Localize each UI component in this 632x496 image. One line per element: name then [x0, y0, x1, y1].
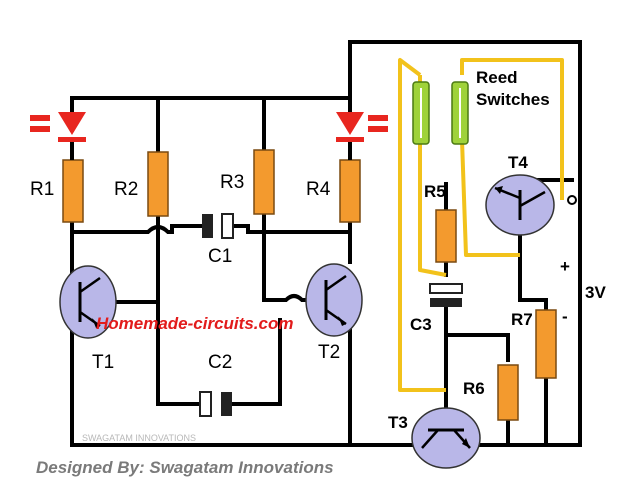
label-r2: R2 — [114, 179, 138, 200]
capacitor-c1 — [202, 213, 234, 239]
reed-wire-right — [460, 58, 564, 200]
label-t4: T4 — [508, 153, 528, 172]
label-t3: T3 — [388, 413, 408, 432]
credit-small: SWAGATAM INNOVATIONS — [82, 433, 196, 443]
resistor-r4 — [339, 159, 361, 223]
capacitor-c3 — [429, 283, 463, 307]
resistor-r2 — [147, 151, 169, 217]
right-top-wire — [348, 40, 582, 447]
c1-wire — [70, 224, 352, 234]
label-t1: T1 — [92, 352, 114, 373]
wires — [70, 40, 582, 447]
label-c2: C2 — [208, 352, 232, 373]
resistors — [62, 149, 557, 421]
label-r5: R5 — [424, 182, 446, 201]
transistor-t2 — [305, 263, 363, 337]
reed-switch-1 — [412, 81, 430, 145]
reed-switch-2 — [451, 81, 469, 145]
designer-credit: Designed By: Swagatam Innovations — [36, 458, 334, 477]
transistor-t3 — [411, 407, 481, 469]
label-r6: R6 — [463, 379, 485, 398]
label-t2: T2 — [318, 342, 340, 363]
resistor-r1 — [62, 159, 84, 223]
resistor-r6 — [497, 364, 519, 421]
led-right — [336, 112, 388, 160]
resistor-r7 — [535, 309, 557, 379]
resistor-r5 — [435, 209, 457, 263]
label-c3: C3 — [410, 315, 432, 334]
t2-base-wire — [262, 294, 314, 302]
label-reed-line1: Reed — [476, 68, 518, 87]
transistor-t4 — [485, 174, 577, 236]
label-minus: - — [562, 307, 568, 326]
label-r3: R3 — [220, 172, 244, 193]
label-reed-line2: Switches — [476, 90, 550, 109]
label-r4: R4 — [306, 179, 331, 200]
label-plus: + — [560, 257, 570, 276]
watermark-text: Homemade-circuits.com — [96, 314, 293, 333]
label-c1: C1 — [208, 246, 232, 267]
label-r1: R1 — [30, 179, 54, 200]
reed-wire-outer — [398, 58, 446, 392]
transistor-t1 — [59, 265, 117, 339]
label-r7: R7 — [511, 310, 533, 329]
label-voltage: 3V — [585, 283, 606, 302]
c2-wire — [156, 238, 282, 406]
resistor-r3 — [253, 149, 275, 215]
capacitor-c2 — [199, 391, 232, 417]
reed-wire-mid — [460, 139, 520, 257]
led-left — [30, 112, 86, 160]
t4-collector-wire — [518, 228, 548, 447]
c3-wire — [444, 306, 510, 447]
